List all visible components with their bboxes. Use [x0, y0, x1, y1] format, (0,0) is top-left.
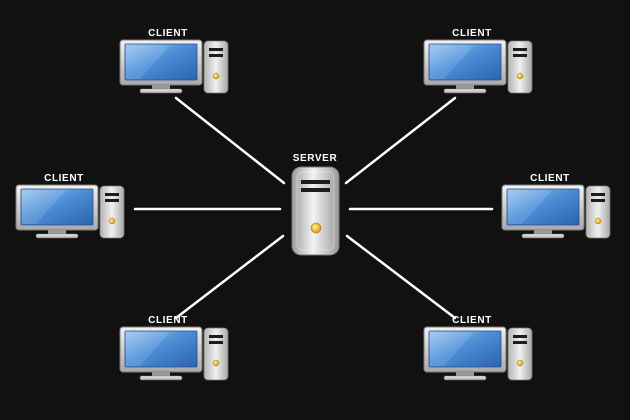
connection-line-2 [344, 96, 457, 185]
client-label: CLIENT [148, 315, 188, 326]
desktop-computer-icon [15, 184, 125, 239]
client-node-1[interactable]: CLIENT [119, 28, 229, 94]
connection-line-5 [174, 234, 285, 320]
client-label: CLIENT [148, 28, 188, 39]
client-label: CLIENT [530, 173, 570, 184]
client-node-2[interactable]: CLIENT [423, 28, 533, 94]
client-node-3[interactable]: CLIENT [15, 173, 125, 239]
desktop-computer-icon [119, 39, 229, 94]
desktop-computer-icon [119, 326, 229, 381]
client-label: CLIENT [452, 28, 492, 39]
server-node[interactable]: SERVER [291, 153, 340, 256]
client-node-5[interactable]: CLIENT [119, 315, 229, 381]
client-node-4[interactable]: CLIENT [501, 173, 611, 239]
client-node-6[interactable]: CLIENT [423, 315, 533, 381]
server-label: SERVER [293, 153, 338, 164]
desktop-computer-icon [501, 184, 611, 239]
client-label: CLIENT [452, 315, 492, 326]
desktop-computer-icon [423, 326, 533, 381]
client-nodes: CLIENT CLIENT CLIENT CLIENT CLIENT CLIENT [15, 28, 611, 381]
connection-lines [133, 96, 494, 320]
connection-line-1 [174, 96, 286, 185]
server-tower-icon [291, 166, 340, 256]
desktop-computer-icon [423, 39, 533, 94]
client-label: CLIENT [44, 173, 84, 184]
connection-line-6 [345, 234, 457, 320]
